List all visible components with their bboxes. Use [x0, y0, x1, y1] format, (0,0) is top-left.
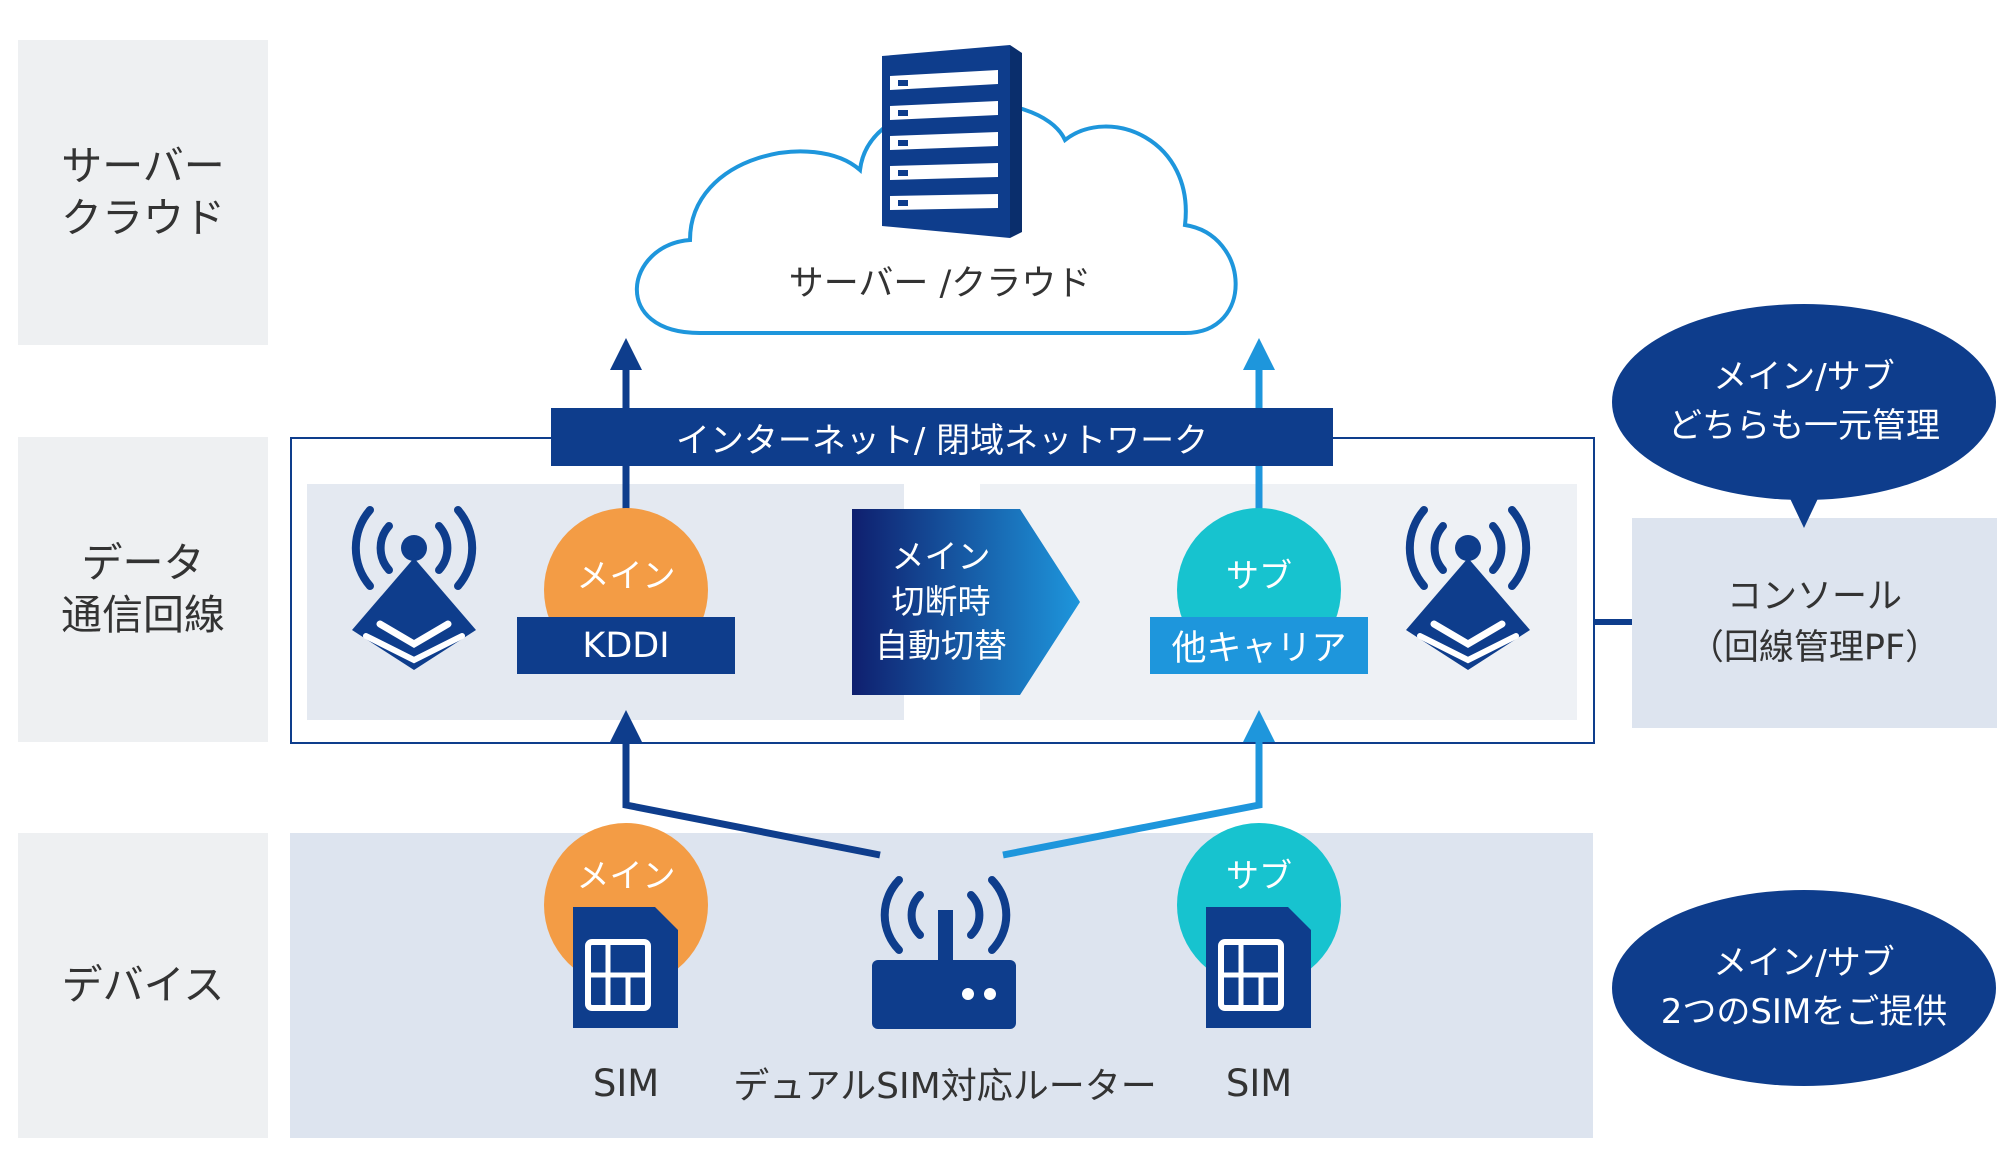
other-carrier-label: 他キャリア [1171, 629, 1347, 669]
callout-manage-bubble [1612, 304, 1996, 528]
switchover-label: メイン 切断時 自動切替 [875, 537, 1007, 666]
router-to-main-arrow [610, 710, 881, 859]
other-carrier-label-box [1150, 617, 1368, 674]
row-label-server-cloud: サーバー クラウド [18, 40, 268, 345]
main-line-badge-label: メイン [576, 556, 676, 595]
router-to-sub-arrow [1002, 710, 1275, 859]
sim-sub-badge-label: サブ [1226, 856, 1292, 895]
network-bar [551, 408, 1333, 466]
row-label-data-line: データ 通信回線 [18, 437, 268, 742]
console-label: コンソール （回線管理PF） [1688, 577, 1941, 668]
sim-card-icon-sub [1206, 907, 1311, 1028]
router-label: デュアルSIM対応ルーター [733, 1066, 1157, 1107]
kddi-label: KDDI [582, 625, 670, 666]
base-station-icon-right [1405, 506, 1531, 670]
switchover-arrow [852, 509, 1080, 695]
network-bar-label: インターネット/ 閉域ネットワーク [675, 420, 1209, 461]
row-label-device: デバイス [18, 833, 268, 1138]
callout-sim-bubble [1612, 890, 1996, 1086]
callout-sim-text: メイン/サブ 2つのSIMをご提供 [1660, 942, 1948, 1032]
cloud-label: サーバー /クラウド [788, 263, 1092, 304]
kddi-label-box [517, 617, 735, 674]
sim-sub-label: SIM [1225, 1061, 1293, 1105]
console-box [1632, 518, 1997, 728]
server-rack-icon [882, 45, 1022, 238]
router-icon [872, 876, 1016, 1029]
sim-main-label: SIM [592, 1061, 660, 1105]
sim-card-icon-main [573, 907, 678, 1028]
base-station-icon-left [351, 506, 477, 670]
callout-manage-text: メイン/サブ どちらも一元管理 [1668, 356, 1940, 446]
sim-main-badge-label: メイン [576, 856, 676, 895]
sub-line-badge-label: サブ [1226, 556, 1292, 595]
